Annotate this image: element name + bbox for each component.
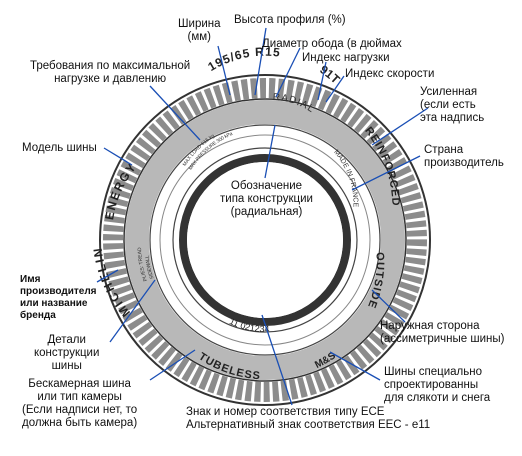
label-manufacturer: Имя производителя или название бренда xyxy=(20,274,97,321)
pointer-details xyxy=(109,279,156,343)
tire-inner-band xyxy=(159,134,371,346)
pointer-profile xyxy=(254,27,267,96)
label-reinforced: Усиленная (если есть эта надпись xyxy=(420,86,485,124)
label-construction-details: Детали конструкции шины xyxy=(34,334,100,372)
pointer-speed-index xyxy=(325,75,345,103)
pointer-lines xyxy=(96,27,429,406)
label-outer-side: Наружная сторона (ассиметричные шины) xyxy=(380,320,505,345)
pointer-rim xyxy=(275,47,301,98)
tire-sidewall-text: SIDEWALL xyxy=(144,255,155,280)
label-tubeless: Бескамерная шина или тип камеры (Если на… xyxy=(22,378,138,429)
tire-sidewall-edge xyxy=(149,124,381,356)
tire-tread-inner-edge xyxy=(123,98,407,382)
pointer-ms xyxy=(329,351,381,381)
label-rim-diameter: Диаметр обода (в дюймах xyxy=(262,38,402,50)
pointer-construction xyxy=(264,124,276,179)
tire-hub-center xyxy=(187,162,343,318)
svg-text:PLIES: TREAD: PLIES: TREAD xyxy=(137,247,149,282)
pointer-reinforced xyxy=(371,107,429,146)
pointer-tubeless xyxy=(149,349,196,381)
label-mud-snow: Шины специально спроектированны для сляк… xyxy=(384,366,491,404)
pointer-ece xyxy=(261,314,293,406)
pointer-load-index xyxy=(317,61,327,101)
label-load-index: Индекс нагрузки xyxy=(302,52,390,64)
tire-plies-text: PLIES: TREAD xyxy=(137,247,149,282)
svg-text:SIDEWALL: SIDEWALL xyxy=(144,255,155,280)
label-country: Страна производитель xyxy=(424,144,504,169)
tire-tread-ring xyxy=(103,78,427,402)
label-profile-height: Высота профиля (%) xyxy=(234,14,346,26)
label-speed-index: Индекс скорости xyxy=(345,68,435,80)
pointer-width xyxy=(217,45,231,96)
label-width: Ширина (мм) xyxy=(178,18,221,43)
pointer-country xyxy=(351,155,421,191)
label-max-requirements: Требования по максимальной нагрузке и да… xyxy=(30,60,191,85)
tire-rim-edge xyxy=(172,147,358,333)
pointer-max xyxy=(149,85,201,141)
pointer-manufacturer xyxy=(96,269,119,283)
tire-sidewall-band xyxy=(125,100,405,380)
label-model: Модель шины xyxy=(22,142,97,154)
label-construction: Обозначение типа конструкции (радиальная… xyxy=(220,180,313,218)
label-ece: Знак и номер соответствия типу ECE Альте… xyxy=(186,406,431,431)
pointer-outer xyxy=(371,289,406,323)
pointer-model xyxy=(103,147,133,166)
